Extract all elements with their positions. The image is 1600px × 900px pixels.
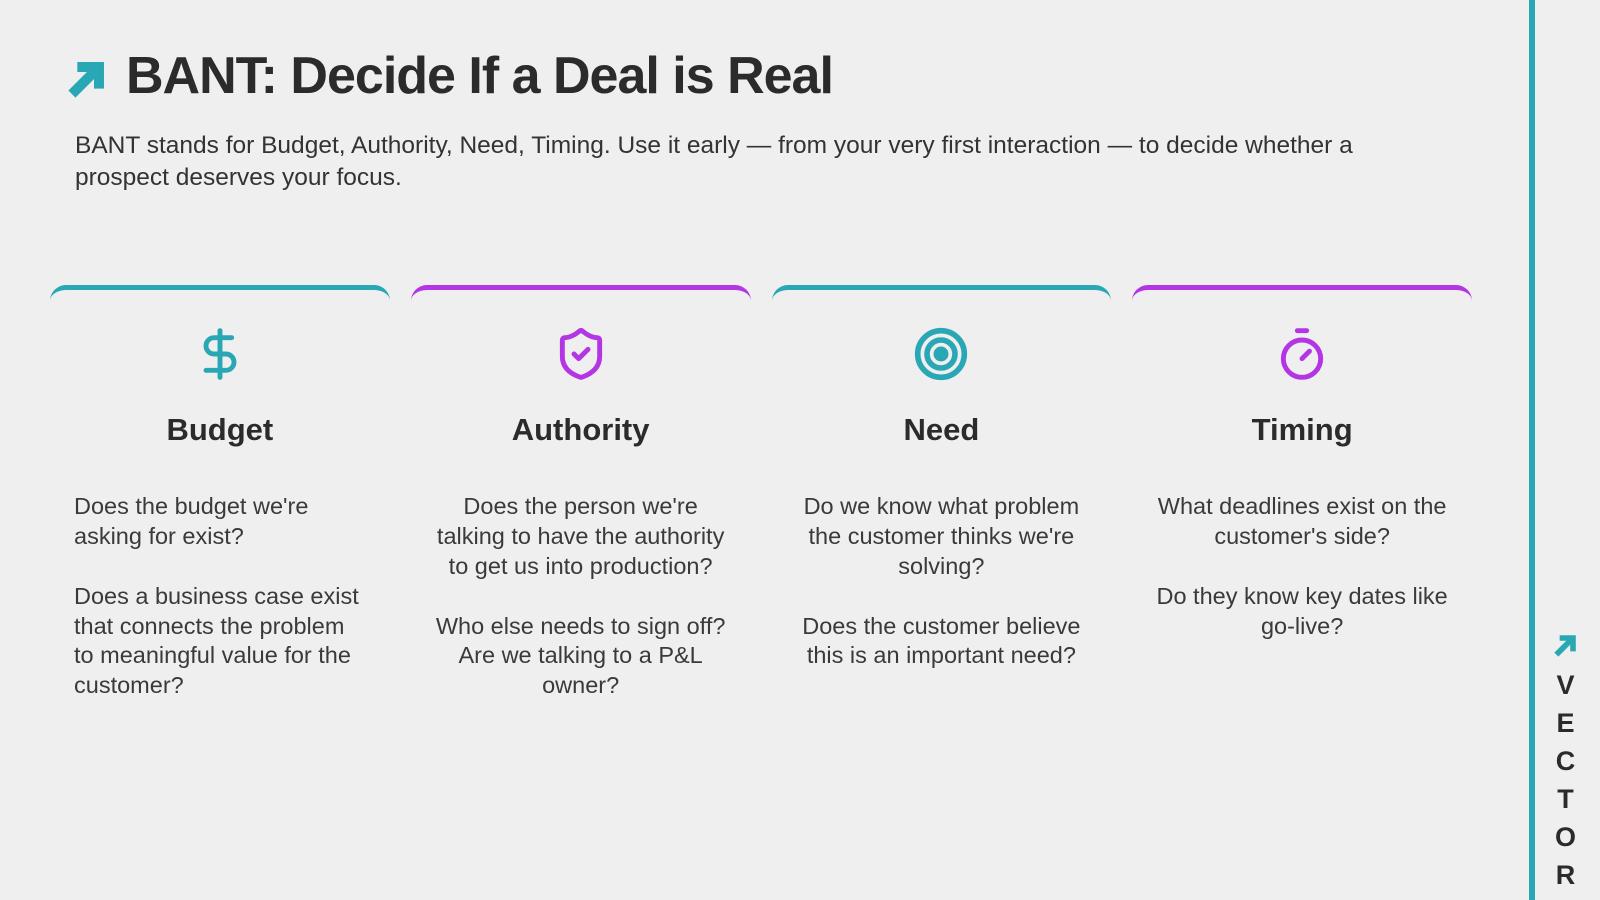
card-body: What deadlines exist on the customer's s…	[1156, 492, 1448, 641]
slide-header: BANT: Decide If a Deal is Real BANT stan…	[60, 48, 1420, 194]
card-title: Timing	[1251, 412, 1353, 447]
card-question: Does the customer believe this is an imp…	[802, 612, 1081, 669]
card-question: What deadlines exist on the customer's s…	[1157, 493, 1447, 549]
card-question: Do we know what problem the customer thi…	[803, 493, 1080, 579]
page-subtitle: BANT stands for Budget, Authority, Need,…	[75, 132, 1353, 191]
target-icon	[796, 326, 1088, 384]
card-title: Need	[903, 412, 980, 447]
card-question: Does a business case exist that connects…	[74, 582, 359, 699]
vertical-divider-line	[1529, 0, 1535, 900]
shield-check-icon	[435, 326, 727, 384]
card-question: Who else needs to sign off? Are we talki…	[435, 612, 726, 699]
card-question: Does the person we're talking to have th…	[436, 493, 725, 579]
card-body: Do we know what problem the customer thi…	[796, 492, 1088, 671]
page-title: BANT: Decide If a Deal is Real	[126, 47, 834, 105]
card-body: Does the person we're talking to have th…	[435, 492, 727, 701]
card-timing: Timing What deadlines exist on the custo…	[1132, 285, 1472, 815]
card-question: Do they know key dates like go-live?	[1156, 582, 1448, 639]
card-title: Authority	[511, 412, 650, 447]
card-question: Does the budget we're asking for exist?	[74, 493, 309, 549]
card-body: Does the budget we're asking for exist? …	[74, 492, 366, 701]
brand-name: VECTOR	[1550, 670, 1581, 898]
timer-icon	[1156, 326, 1448, 384]
card-need: Need Do we know what problem the custome…	[771, 285, 1112, 815]
dollar-sign-icon	[74, 326, 366, 384]
bant-columns: Budget Does the budget we're asking for …	[50, 285, 1472, 815]
brand-arrow-icon	[1549, 630, 1581, 662]
card-budget: Budget Does the budget we're asking for …	[50, 285, 390, 815]
brand-mark: VECTOR	[1543, 630, 1587, 898]
card-authority: Authority Does the person we're talking …	[410, 285, 751, 815]
card-title: Budget	[166, 412, 274, 447]
trend-arrow-icon	[60, 54, 112, 106]
